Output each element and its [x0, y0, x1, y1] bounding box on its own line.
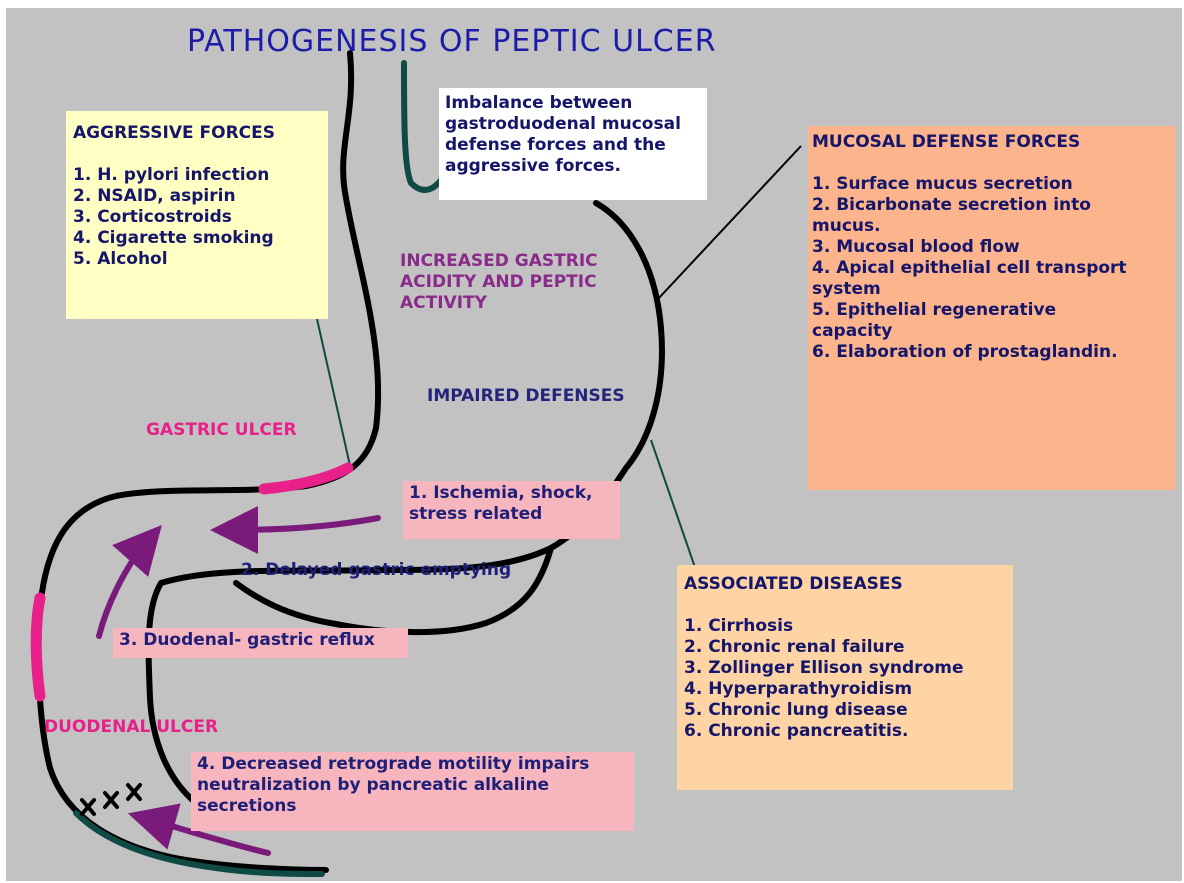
step-motility-line: neutralization by pancreatic alkaline	[197, 775, 628, 796]
diagram-title: PATHOGENESIS OF PEPTIC ULCER	[187, 24, 717, 59]
arrow-reflux	[99, 543, 146, 636]
defense-line: 1. Surface mucus secretion	[812, 174, 1175, 195]
step-motility-line: secretions	[197, 796, 628, 817]
mucosal-defense-heading: MUCOSAL DEFENSE FORCES	[812, 132, 1175, 153]
impaired-defenses-label: IMPAIRED DEFENSES	[427, 386, 625, 407]
increased-acidity-line: INCREASED GASTRIC	[400, 251, 598, 272]
aggressive-item: 4. Cigarette smoking	[73, 228, 328, 249]
associated-item: 2. Chronic renal failure	[684, 637, 1013, 658]
aggressive-forces-heading: AGGRESSIVE FORCES	[73, 123, 328, 144]
step-ischemia-line: 1. Ischemia, shock,	[409, 483, 614, 504]
imbalance-line: defense forces and the	[445, 135, 707, 156]
aggressive-item: 1. H. pylori infection	[73, 165, 328, 186]
associated-item: 5. Chronic lung disease	[684, 700, 1013, 721]
aggressive-item: 3. Corticostroids	[73, 207, 328, 228]
associated-leader-line	[651, 440, 699, 579]
associated-item: 1. Cirrhosis	[684, 616, 1013, 637]
aggressive-leader-line	[317, 319, 351, 470]
aggressive-forces-box: AGGRESSIVE FORCES 1. H. pylori infection…	[66, 111, 328, 319]
step-motility-line: 4. Decreased retrograde motility impairs	[197, 754, 628, 775]
imbalance-box: Imbalance between gastroduodenal mucosal…	[439, 88, 707, 200]
gastric-ulcer-label: GASTRIC ULCER	[146, 420, 297, 441]
defense-line: 2. Bicarbonate secretion into	[812, 195, 1175, 216]
obstruction-marks	[82, 785, 140, 814]
increased-acidity-label: INCREASED GASTRIC ACIDITY AND PEPTIC ACT…	[400, 251, 598, 314]
duodenal-ulcer-label: DUODENAL ULCER	[44, 717, 218, 738]
imbalance-line: Imbalance between	[445, 93, 707, 114]
imbalance-line: aggressive forces.	[445, 156, 707, 177]
defense-line: system	[812, 279, 1175, 300]
associated-diseases-heading: ASSOCIATED DISEASES	[684, 574, 1013, 595]
associated-item: 4. Hyperparathyroidism	[684, 679, 1013, 700]
defense-line: 6. Elaboration of prostaglandin.	[812, 342, 1175, 363]
defense-line: 5. Epithelial regenerative	[812, 300, 1175, 321]
increased-acidity-line: ACTIVITY	[400, 293, 598, 314]
duodenal-ulcer-mark	[36, 598, 40, 696]
step-ischemia-line: stress related	[409, 504, 614, 525]
mucosal-defense-box: MUCOSAL DEFENSE FORCES 1. Surface mucus …	[808, 126, 1175, 490]
increased-acidity-line: ACIDITY AND PEPTIC	[400, 272, 598, 293]
aggressive-item: 5. Alcohol	[73, 249, 328, 270]
step-delayed-line: 2. Delayed gastric emptying	[241, 560, 546, 581]
aggressive-item: 2. NSAID, aspirin	[73, 186, 328, 207]
imbalance-line: gastroduodenal mucosal	[445, 114, 707, 135]
step-ischemia: 1. Ischemia, shock, stress related	[403, 481, 620, 539]
associated-item: 6. Chronic pancreatitis.	[684, 721, 1013, 742]
diagram-canvas: PATHOGENESIS OF PEPTIC ULCER AGGRESSIVE …	[6, 8, 1182, 881]
defense-line: 4. Apical epithelial cell transport	[812, 258, 1175, 279]
associated-diseases-box: ASSOCIATED DISEASES 1. Cirrhosis 2. Chro…	[677, 565, 1013, 790]
step-decreased-motility: 4. Decreased retrograde motility impairs…	[191, 752, 634, 831]
step-delayed-emptying: 2. Delayed gastric emptying	[235, 558, 552, 588]
associated-item: 3. Zollinger Ellison syndrome	[684, 658, 1013, 679]
arrow-ischemia	[234, 518, 378, 530]
defense-line: mucus.	[812, 216, 1175, 237]
step-reflux-line: 3. Duodenal- gastric reflux	[119, 630, 402, 651]
defense-line: 3. Mucosal blood flow	[812, 237, 1175, 258]
defense-line: capacity	[812, 321, 1175, 342]
step-duodenal-reflux: 3. Duodenal- gastric reflux	[113, 628, 408, 658]
gastric-ulcer-mark	[264, 468, 348, 489]
